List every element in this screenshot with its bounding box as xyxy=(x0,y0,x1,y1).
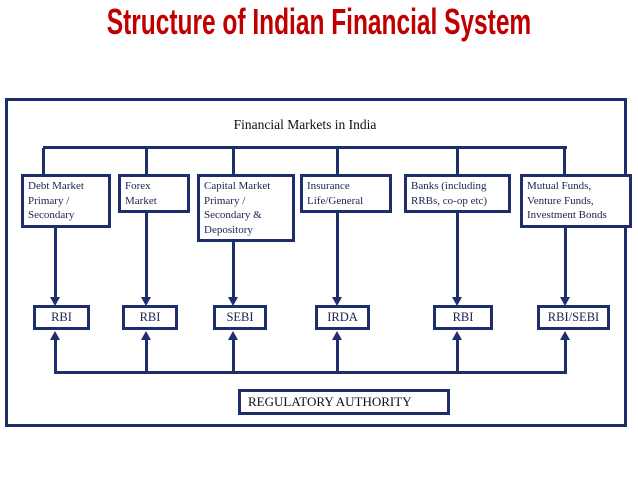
market-box-line: Market xyxy=(125,194,157,207)
connector-line xyxy=(336,339,339,373)
down-arrow-icon xyxy=(452,297,462,306)
market-box-line: Life/General xyxy=(307,194,364,207)
drop-line xyxy=(456,148,459,178)
market-box-forex: Forex Market xyxy=(118,174,190,213)
market-box-line: Primary / xyxy=(204,194,246,207)
up-arrow-icon xyxy=(228,331,238,340)
up-arrow-icon xyxy=(560,331,570,340)
market-box-capital: Capital Market Primary / Secondary & Dep… xyxy=(197,174,295,242)
market-box-line: RRBs, co-op etc) xyxy=(411,194,488,207)
market-box-mutual-funds: Mutual Funds, Venture Funds, Investment … xyxy=(520,174,632,228)
up-arrow-icon xyxy=(50,331,60,340)
connector-line xyxy=(145,200,148,297)
regulator-box-sebi: SEBI xyxy=(213,305,267,330)
market-box-line: Venture Funds, xyxy=(527,194,594,207)
connector-line xyxy=(564,200,567,297)
connector-line xyxy=(232,339,235,373)
regulatory-rail-line xyxy=(54,371,567,374)
market-box-line: Mutual Funds, xyxy=(527,180,592,192)
drop-line xyxy=(145,148,148,178)
regulator-box-irda: IRDA xyxy=(315,305,370,330)
down-arrow-icon xyxy=(560,297,570,306)
connector-line xyxy=(456,200,459,297)
market-box-debt: Debt Market Primary / Secondary xyxy=(21,174,111,228)
connector-line xyxy=(232,200,235,297)
market-box-line: Depository xyxy=(204,223,253,236)
regulator-box-rbi-1: RBI xyxy=(33,305,90,330)
market-box-insurance: Insurance Life/General xyxy=(300,174,392,213)
drop-line xyxy=(232,148,235,178)
market-box-banks: Banks (including RRBs, co-op etc) xyxy=(404,174,511,213)
market-box-line: Capital Market xyxy=(204,180,271,192)
connector-line xyxy=(456,339,459,373)
connector-line xyxy=(54,200,57,297)
regulatory-authority-box: REGULATORY AUTHORITY xyxy=(238,389,450,415)
market-box-line: Primary / xyxy=(28,194,70,207)
distribution-line xyxy=(43,146,567,149)
down-arrow-icon xyxy=(50,297,60,306)
financial-markets-label: Financial Markets in India xyxy=(233,117,377,132)
drop-line xyxy=(336,148,339,178)
down-arrow-icon xyxy=(332,297,342,306)
up-arrow-icon xyxy=(141,331,151,340)
down-arrow-icon xyxy=(141,297,151,306)
down-arrow-icon xyxy=(228,297,238,306)
connector-line xyxy=(54,339,57,373)
market-box-line: Investment Bonds xyxy=(527,209,607,221)
market-box-line: Insurance xyxy=(307,180,350,192)
market-box-line: Secondary & xyxy=(204,209,262,221)
up-arrow-icon xyxy=(332,331,342,340)
connector-line xyxy=(564,339,567,373)
regulator-box-rbi-2: RBI xyxy=(122,305,178,330)
regulator-box-rbi-sebi: RBI/SEBI xyxy=(537,305,610,330)
market-box-line: Debt Market xyxy=(28,180,84,192)
up-arrow-icon xyxy=(452,331,462,340)
market-box-line: Secondary xyxy=(28,209,75,221)
connector-line xyxy=(336,200,339,297)
regulator-box-rbi-3: RBI xyxy=(433,305,493,330)
page-title: Structure of Indian Financial System xyxy=(106,1,532,42)
market-box-line: Banks (including xyxy=(411,180,487,192)
market-box-line: Forex xyxy=(125,180,151,192)
connector-line xyxy=(145,339,148,373)
drop-line xyxy=(42,148,45,178)
drop-line xyxy=(563,148,566,178)
